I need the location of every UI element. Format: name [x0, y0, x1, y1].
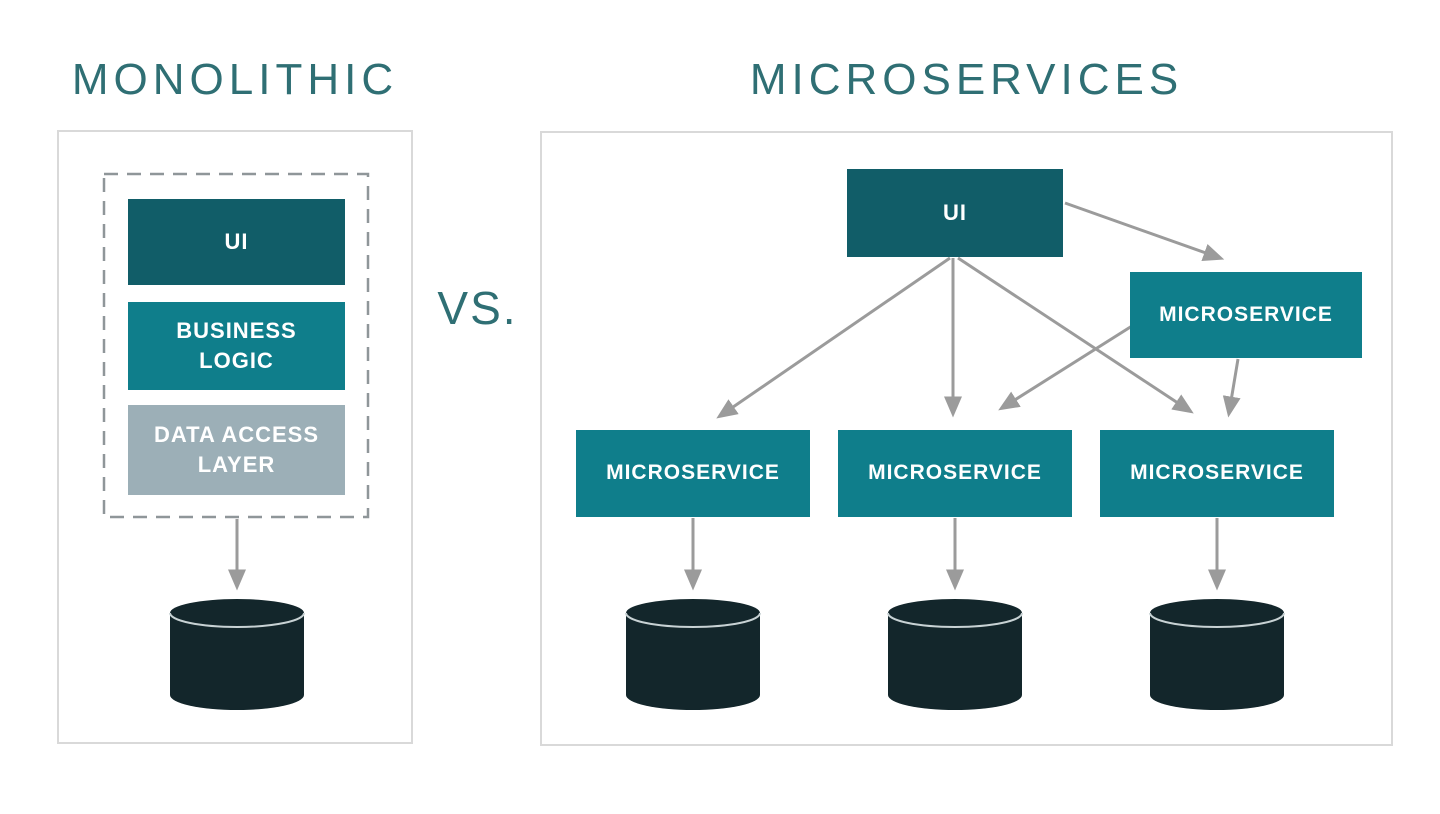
microservices-ui-node: UI [847, 169, 1063, 257]
monolith-ui-layer: UI [128, 199, 345, 285]
database-icon [1149, 599, 1285, 710]
monolithic-title: MONOLITHIC [71, 55, 399, 104]
vs-label: VS. [437, 282, 518, 334]
database-icon [625, 599, 761, 710]
microservice-1-label: MICROSERVICE [606, 461, 780, 485]
monolith-ui-label: UI [224, 229, 249, 255]
microservice-node-2: MICROSERVICE [838, 430, 1072, 517]
microservice-node-right: MICROSERVICE [1130, 272, 1362, 358]
database-icon [887, 599, 1023, 710]
microservice-right-label: MICROSERVICE [1159, 302, 1333, 326]
microservice-3-label: MICROSERVICE [1130, 461, 1304, 485]
microservice-node-1: MICROSERVICE [576, 430, 810, 517]
microservice-node-3: MICROSERVICE [1100, 430, 1334, 517]
monolith-business-logic-label: BUSINESS LOGIC [176, 318, 297, 373]
microservice-2-label: MICROSERVICE [868, 461, 1042, 485]
database-icon [169, 599, 305, 710]
microservices-ui-label: UI [943, 200, 967, 226]
monolith-data-access-label: DATA ACCESS LAYER [154, 422, 319, 477]
monolith-data-access-layer: DATA ACCESS LAYER [128, 405, 345, 495]
monolith-business-logic-layer: BUSINESS LOGIC [128, 302, 345, 390]
microservices-title: MICROSERVICES [749, 55, 1184, 104]
